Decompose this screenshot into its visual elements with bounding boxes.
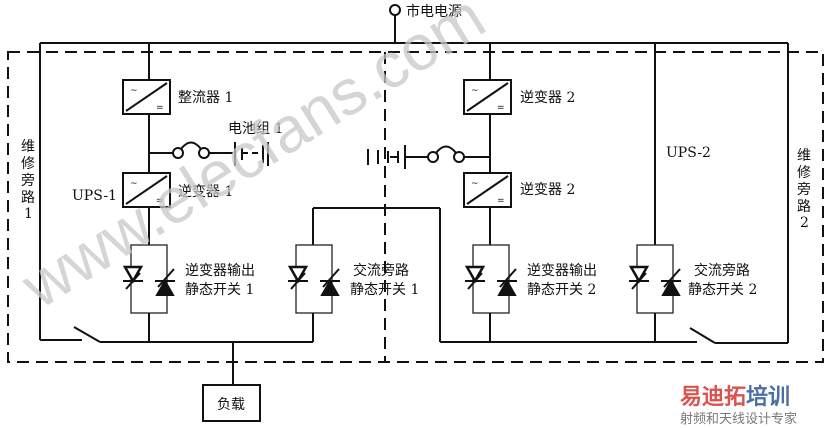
logo-part1: 易迪拓 bbox=[680, 385, 746, 410]
svg-text:~: ~ bbox=[130, 179, 138, 189]
mains-label: 市电电源 bbox=[406, 3, 462, 20]
fuse-2-icon bbox=[427, 145, 465, 163]
svg-text:旁: 旁 bbox=[797, 181, 811, 198]
mains-terminal-icon bbox=[389, 4, 401, 16]
maintenance-switch-2 bbox=[689, 327, 716, 344]
svg-text:修: 修 bbox=[797, 165, 811, 181]
svg-text:路: 路 bbox=[21, 190, 35, 206]
rectifier-2-label: 逆变器 2 bbox=[520, 90, 575, 106]
battery-2-icon bbox=[367, 145, 406, 169]
bypass-switch-2-label-line1: 交流旁路 bbox=[694, 262, 750, 279]
load-label: 负载 bbox=[217, 397, 245, 413]
svg-text:~: ~ bbox=[471, 86, 479, 96]
svg-text:~: ~ bbox=[130, 86, 138, 96]
maintenance-bypass-2-label: 维 修 旁 路 2 bbox=[797, 148, 811, 231]
ups2-label: UPS-2 bbox=[666, 145, 711, 161]
rectifier-2: ~ = bbox=[463, 79, 512, 115]
bypass-switch-1-label-line2: 静态开关 1 bbox=[350, 282, 419, 298]
inverter-switch-2-label-line1: 逆变器输出 bbox=[527, 263, 597, 279]
ups1-label: UPS-1 bbox=[72, 188, 117, 204]
bypass-switch-2-label-line2: 静态开关 2 bbox=[688, 282, 757, 298]
bypass-static-switch-2 bbox=[627, 243, 683, 315]
svg-text:维: 维 bbox=[21, 139, 35, 155]
load-box bbox=[202, 384, 261, 422]
maintenance-bypass-1-label: 维 修 旁 路 1 bbox=[21, 139, 35, 222]
svg-text:旁: 旁 bbox=[21, 172, 35, 189]
battery-1-label: 电池组 1 bbox=[228, 121, 283, 137]
inverter-switch-2-label-line2: 静态开关 2 bbox=[527, 282, 596, 298]
maintenance-switch-1 bbox=[73, 326, 101, 343]
bypass-switch-1-label-line1: 交流旁路 bbox=[353, 262, 409, 279]
inverter-1-label: 逆变器 1 bbox=[178, 184, 233, 200]
svg-text:维: 维 bbox=[797, 148, 811, 164]
inverter-static-switch-2 bbox=[463, 243, 519, 315]
svg-text:=: = bbox=[497, 196, 505, 206]
rectifier-1: ~ = bbox=[122, 79, 171, 115]
logo-part2: 培训 bbox=[746, 384, 790, 410]
logo-tagline: 射频和天线设计专家 bbox=[680, 411, 797, 427]
battery-1-icon bbox=[234, 142, 269, 166]
ups-enclosure bbox=[7, 51, 824, 363]
svg-text:=: = bbox=[156, 196, 164, 206]
svg-text:=: = bbox=[497, 103, 505, 113]
svg-text:2: 2 bbox=[800, 215, 809, 231]
bypass-static-switch-1 bbox=[286, 243, 342, 315]
fuse-1-icon bbox=[172, 141, 210, 159]
rectifier-1-label: 整流器 1 bbox=[178, 90, 233, 106]
svg-text:1: 1 bbox=[24, 206, 33, 222]
inverter-2-label: 逆变器 2 bbox=[520, 182, 575, 198]
svg-text:修: 修 bbox=[21, 156, 35, 172]
inverter-switch-1-label-line2: 静态开关 1 bbox=[185, 282, 254, 298]
inverter-2: ~ = bbox=[463, 172, 512, 208]
svg-text:~: ~ bbox=[471, 179, 479, 189]
inverter-1: ~ = bbox=[122, 172, 171, 208]
inverter-switch-1-label-line1: 逆变器输出 bbox=[185, 263, 255, 279]
svg-text:=: = bbox=[156, 103, 164, 113]
svg-text:路: 路 bbox=[797, 199, 811, 215]
logo: 易迪拓 培训 射频和天线设计专家 bbox=[680, 384, 797, 427]
